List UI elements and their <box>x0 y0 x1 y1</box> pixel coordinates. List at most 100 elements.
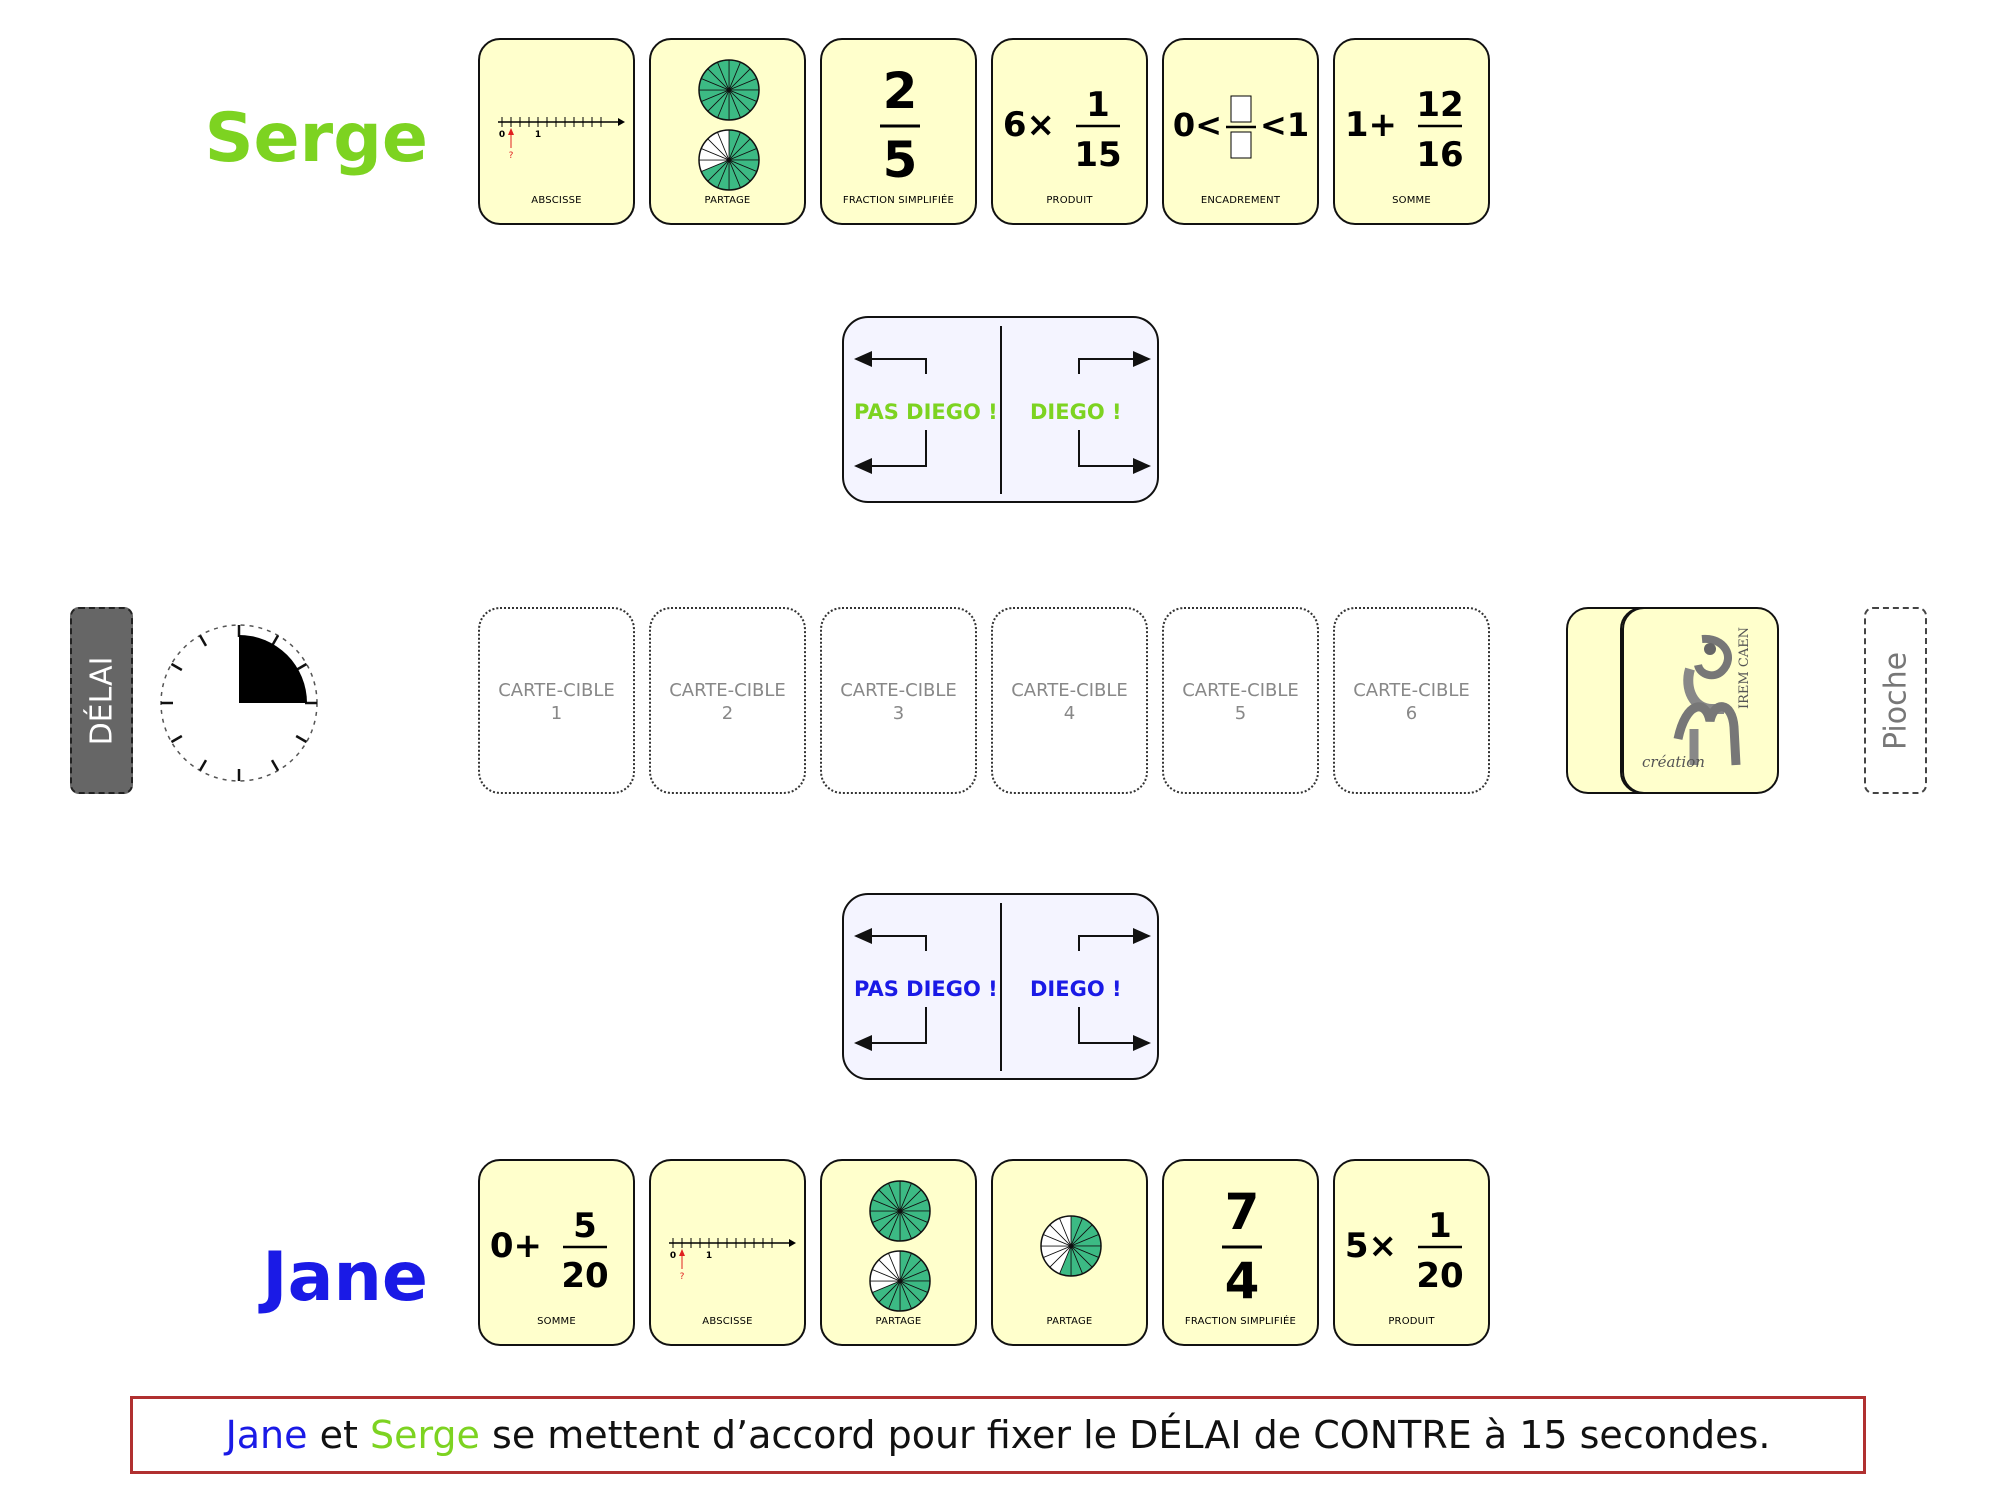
target-title: CARTE-CIBLE <box>1353 680 1470 701</box>
delai-button[interactable]: DÉLAI <box>70 607 133 794</box>
message-text: et <box>307 1413 370 1457</box>
pie-icon <box>698 59 760 121</box>
diego-arrows <box>854 928 1151 1051</box>
diego-panel-serge: PAS DIEGO ! DIEGO ! <box>842 316 1159 503</box>
player-name-serge: Serge <box>204 99 428 178</box>
target-number: 1 <box>550 703 563 724</box>
pie-icon <box>869 1250 931 1312</box>
svg-text:IREM CAEN: IREM CAEN <box>1737 627 1752 709</box>
svg-text:création: création <box>1642 753 1705 771</box>
hand-card-number-line[interactable]: 0 1? ABSCISSE <box>478 38 635 225</box>
target-number: 2 <box>721 703 734 724</box>
tick-label: 0 <box>670 1251 676 1261</box>
number-line-icon: 0 1? <box>498 117 625 161</box>
card-text: 16 <box>1416 135 1463 175</box>
card-label: SOMME <box>1392 195 1431 206</box>
diego-button[interactable]: DIEGO ! <box>1030 977 1122 1001</box>
target-title: CARTE-CIBLE <box>669 680 786 701</box>
card-label: SOMME <box>537 1316 576 1327</box>
hand-card-pie-pair[interactable]: PARTAGE <box>820 1159 977 1346</box>
tick-label: 1 <box>535 130 541 140</box>
card-label: ABSCISSE <box>531 195 582 206</box>
pas-diego-button[interactable]: PAS DIEGO ! <box>854 400 998 424</box>
diego-button[interactable]: DIEGO ! <box>1030 400 1122 424</box>
pie-icon <box>698 129 760 191</box>
pie-icon <box>1040 1215 1102 1277</box>
tick-label: 0 <box>499 130 505 140</box>
card-text: 0< <box>1173 106 1222 144</box>
pas-diego-button[interactable]: PAS DIEGO ! <box>854 977 998 1001</box>
target-number: 5 <box>1234 703 1247 724</box>
card-text: 1 <box>1428 1206 1452 1246</box>
timer-tick <box>270 759 280 772</box>
tick-label: 1 <box>706 1251 712 1261</box>
card-text: 5 <box>883 131 918 189</box>
card-label: FRACTION SIMPLIFIÉE <box>842 195 955 206</box>
message-name-jane: Jane <box>225 1413 308 1457</box>
pioche-label: Pioche <box>1878 651 1913 750</box>
card-text: 5× <box>1345 1226 1397 1266</box>
card-text: 0+ <box>490 1226 542 1266</box>
card-text: 1+ <box>1345 105 1397 145</box>
timer-tick <box>198 634 208 647</box>
target-number: 4 <box>1063 703 1076 724</box>
card-text: 15 <box>1074 135 1121 175</box>
card-text: 12 <box>1416 85 1463 125</box>
pioche-button[interactable]: Pioche <box>1864 607 1927 794</box>
deck-top-card: création IREM CAEN <box>1622 607 1779 794</box>
hand-card-pie-single[interactable]: PARTAGE <box>991 1159 1148 1346</box>
timer-tick <box>198 759 208 772</box>
delai-label: DÉLAI <box>84 656 119 745</box>
info-message: Jane et Serge se mettent d’accord pour f… <box>130 1396 1866 1474</box>
marker-label: ? <box>680 1272 685 1282</box>
timer-tick <box>170 662 183 672</box>
card-text: 20 <box>561 1256 608 1296</box>
message-name-serge: Serge <box>369 1413 480 1457</box>
timer-clock <box>160 624 318 782</box>
message-text: se mettent d’accord pour fixer le DÉLAI … <box>479 1413 1771 1457</box>
target-title: CARTE-CIBLE <box>1182 680 1299 701</box>
timer-elapsed-wedge <box>239 635 307 703</box>
hand-card-pie-pair[interactable]: PARTAGE <box>649 38 806 225</box>
card-label: ABSCISSE <box>702 1316 753 1327</box>
card-text: 2 <box>883 62 918 120</box>
irem-logo-icon: création IREM CAEN <box>1642 627 1752 771</box>
panel-divider <box>1000 903 1002 1071</box>
card-text: 4 <box>1225 1252 1260 1310</box>
panel-divider <box>1000 326 1002 494</box>
target-title: CARTE-CIBLE <box>1011 680 1128 701</box>
card-text: <1 <box>1260 106 1309 144</box>
card-label: PRODUIT <box>1388 1316 1435 1327</box>
hand-card-number-line[interactable]: 0 1? ABSCISSE <box>649 1159 806 1346</box>
card-text: 20 <box>1416 1256 1463 1296</box>
card-label: PARTAGE <box>704 195 751 206</box>
card-text: 7 <box>1225 1183 1260 1241</box>
number-line-icon: 0 1? <box>669 1238 796 1282</box>
pie-icon <box>869 1180 931 1242</box>
marker-label: ? <box>509 151 514 161</box>
target-number: 6 <box>1405 703 1418 724</box>
card-text: 1 <box>1086 85 1110 125</box>
timer-tick <box>170 734 183 744</box>
card-text: 6× <box>1003 105 1055 145</box>
diego-arrows <box>854 351 1151 474</box>
target-title: CARTE-CIBLE <box>840 680 957 701</box>
card-label: PARTAGE <box>875 1316 922 1327</box>
target-title: CARTE-CIBLE <box>498 680 615 701</box>
target-number: 3 <box>892 703 905 724</box>
card-label: ENCADREMENT <box>1200 195 1281 206</box>
timer-tick <box>295 734 308 744</box>
